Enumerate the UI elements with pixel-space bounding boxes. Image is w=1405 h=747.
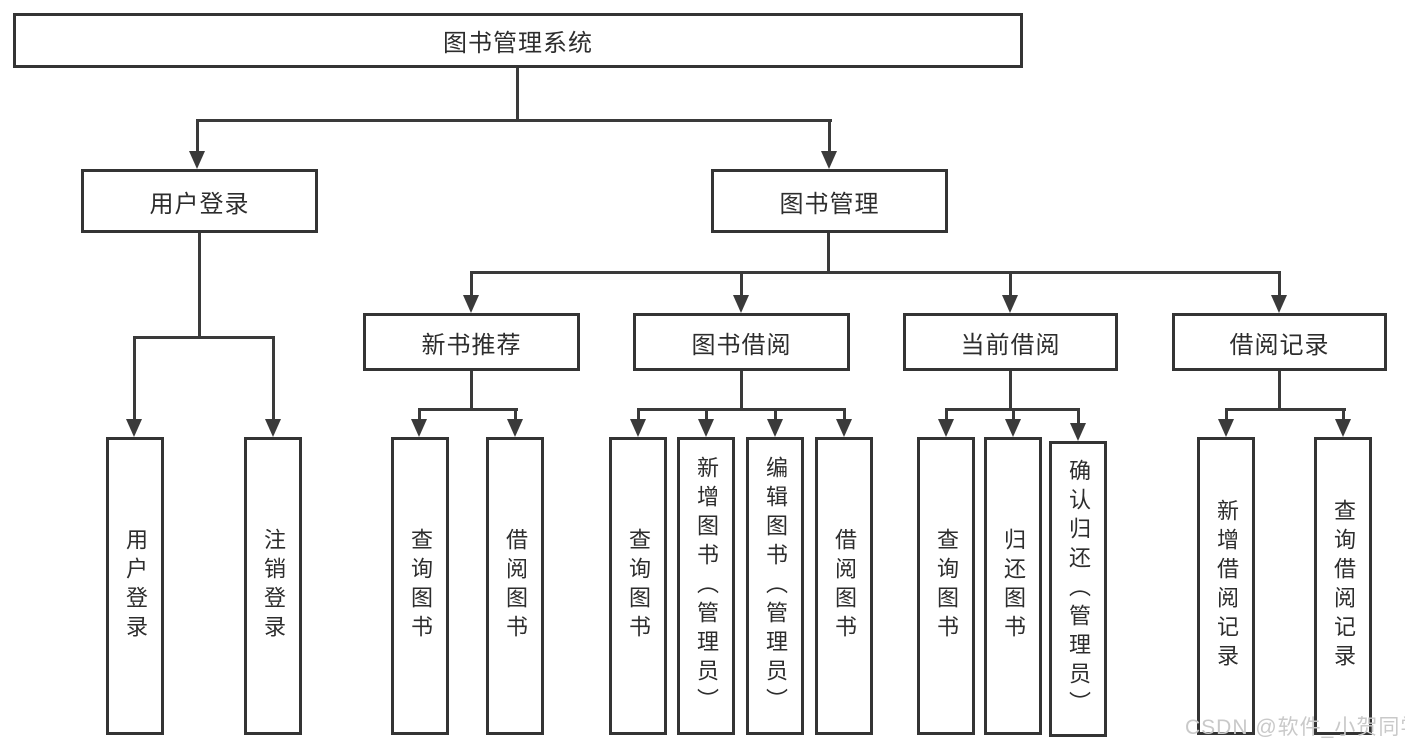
leaf-edit-books-admin: 编辑图书（管理员） (746, 437, 804, 735)
connector-line (945, 408, 948, 421)
node-label: 编辑图书（管理员） (763, 455, 788, 717)
connector-line (774, 408, 777, 421)
connector-line (418, 408, 518, 411)
connector-line (827, 233, 830, 273)
arrow-down-icon (507, 419, 523, 437)
node-label: 用户登录 (123, 528, 148, 644)
leaf-query-books-borrowing: 查询图书 (609, 437, 667, 735)
leaf-add-borrow-record: 新增借阅记录 (1197, 437, 1255, 735)
arrow-down-icon (126, 419, 142, 437)
leaf-logout: 注销登录 (244, 437, 302, 735)
node-book-management: 图书管理 (711, 169, 948, 233)
arrow-down-icon (1005, 419, 1021, 437)
node-label: 查询图书 (626, 528, 651, 644)
arrow-down-icon (1335, 419, 1351, 437)
connector-line (637, 408, 640, 421)
arrow-down-icon (1218, 419, 1234, 437)
csdn-watermark: CSDN @软件_小贺同学 (1185, 716, 1405, 739)
node-label: 新增借阅记录 (1214, 499, 1239, 673)
node-label: 查询图书 (408, 528, 433, 644)
leaf-query-books-recommend: 查询图书 (391, 437, 449, 735)
arrow-down-icon (189, 151, 205, 169)
leaf-query-books-current: 查询图书 (917, 437, 975, 735)
connector-line (516, 68, 519, 120)
connector-line (133, 336, 136, 421)
node-label: 查询借阅记录 (1331, 499, 1356, 673)
connector-line (1009, 271, 1012, 297)
connector-line (1077, 408, 1080, 425)
arrow-down-icon (411, 419, 427, 437)
leaf-query-borrow-record: 查询借阅记录 (1314, 437, 1372, 735)
connector-line (1009, 371, 1012, 408)
node-label: 新增图书（管理员） (694, 455, 719, 717)
connector-line (514, 408, 517, 421)
connector-line (1225, 408, 1228, 421)
arrow-down-icon (630, 419, 646, 437)
arrow-down-icon (938, 419, 954, 437)
connector-line (470, 271, 1281, 274)
arrow-down-icon (265, 419, 281, 437)
connector-line (470, 371, 473, 408)
node-label: 图书管理系统 (443, 30, 593, 57)
arrow-down-icon (698, 419, 714, 437)
node-current-borrowing: 当前借阅 (903, 313, 1118, 371)
connector-line (1278, 371, 1281, 408)
node-label: 归还图书 (1001, 528, 1026, 644)
connector-line (198, 233, 201, 336)
leaf-user-login: 用户登录 (106, 437, 164, 735)
connector-line (196, 119, 199, 153)
connector-line (133, 336, 275, 339)
node-label: 借阅记录 (1229, 331, 1330, 359)
leaf-confirm-return-admin: 确认归还（管理员） (1049, 441, 1107, 737)
node-book-borrowing: 图书借阅 (633, 313, 850, 371)
connector-line (828, 119, 831, 153)
leaf-borrow-books-recommend: 借阅图书 (486, 437, 544, 735)
connector-line (740, 271, 743, 297)
node-label: 用户登录 (149, 190, 250, 218)
connector-line (740, 371, 743, 408)
leaf-add-books-admin: 新增图书（管理员） (677, 437, 735, 735)
arrow-down-icon (836, 419, 852, 437)
connector-line (1342, 408, 1345, 421)
connector-line (470, 271, 473, 297)
connector-line (637, 408, 846, 411)
node-label: 图书管理 (779, 190, 880, 218)
connector-line (272, 336, 275, 421)
arrow-down-icon (733, 295, 749, 313)
node-library-management-system: 图书管理系统 (13, 13, 1023, 68)
connector-line (418, 408, 421, 421)
node-label: 注销登录 (261, 528, 286, 644)
node-label: 当前借阅 (960, 331, 1061, 359)
node-label: 新书推荐 (421, 331, 522, 359)
node-label: 借阅图书 (832, 528, 857, 644)
connector-line (843, 408, 846, 421)
connector-line (705, 408, 708, 421)
leaf-return-books: 归还图书 (984, 437, 1042, 735)
arrow-down-icon (463, 295, 479, 313)
node-label: 确认归还（管理员） (1066, 458, 1091, 720)
arrow-down-icon (821, 151, 837, 169)
connector-line (1012, 408, 1015, 421)
node-new-book-recommendation: 新书推荐 (363, 313, 580, 371)
arrow-down-icon (1070, 423, 1086, 441)
node-user-login: 用户登录 (81, 169, 318, 233)
node-label: 借阅图书 (503, 528, 528, 644)
node-label: 图书借阅 (691, 331, 792, 359)
node-label: 查询图书 (934, 528, 959, 644)
connector-line (196, 119, 832, 122)
connector-line (1278, 271, 1281, 297)
leaf-borrow-books: 借阅图书 (815, 437, 873, 735)
arrow-down-icon (767, 419, 783, 437)
node-borrowing-records: 借阅记录 (1172, 313, 1387, 371)
connector-line (1225, 408, 1346, 411)
arrow-down-icon (1002, 295, 1018, 313)
arrow-down-icon (1271, 295, 1287, 313)
